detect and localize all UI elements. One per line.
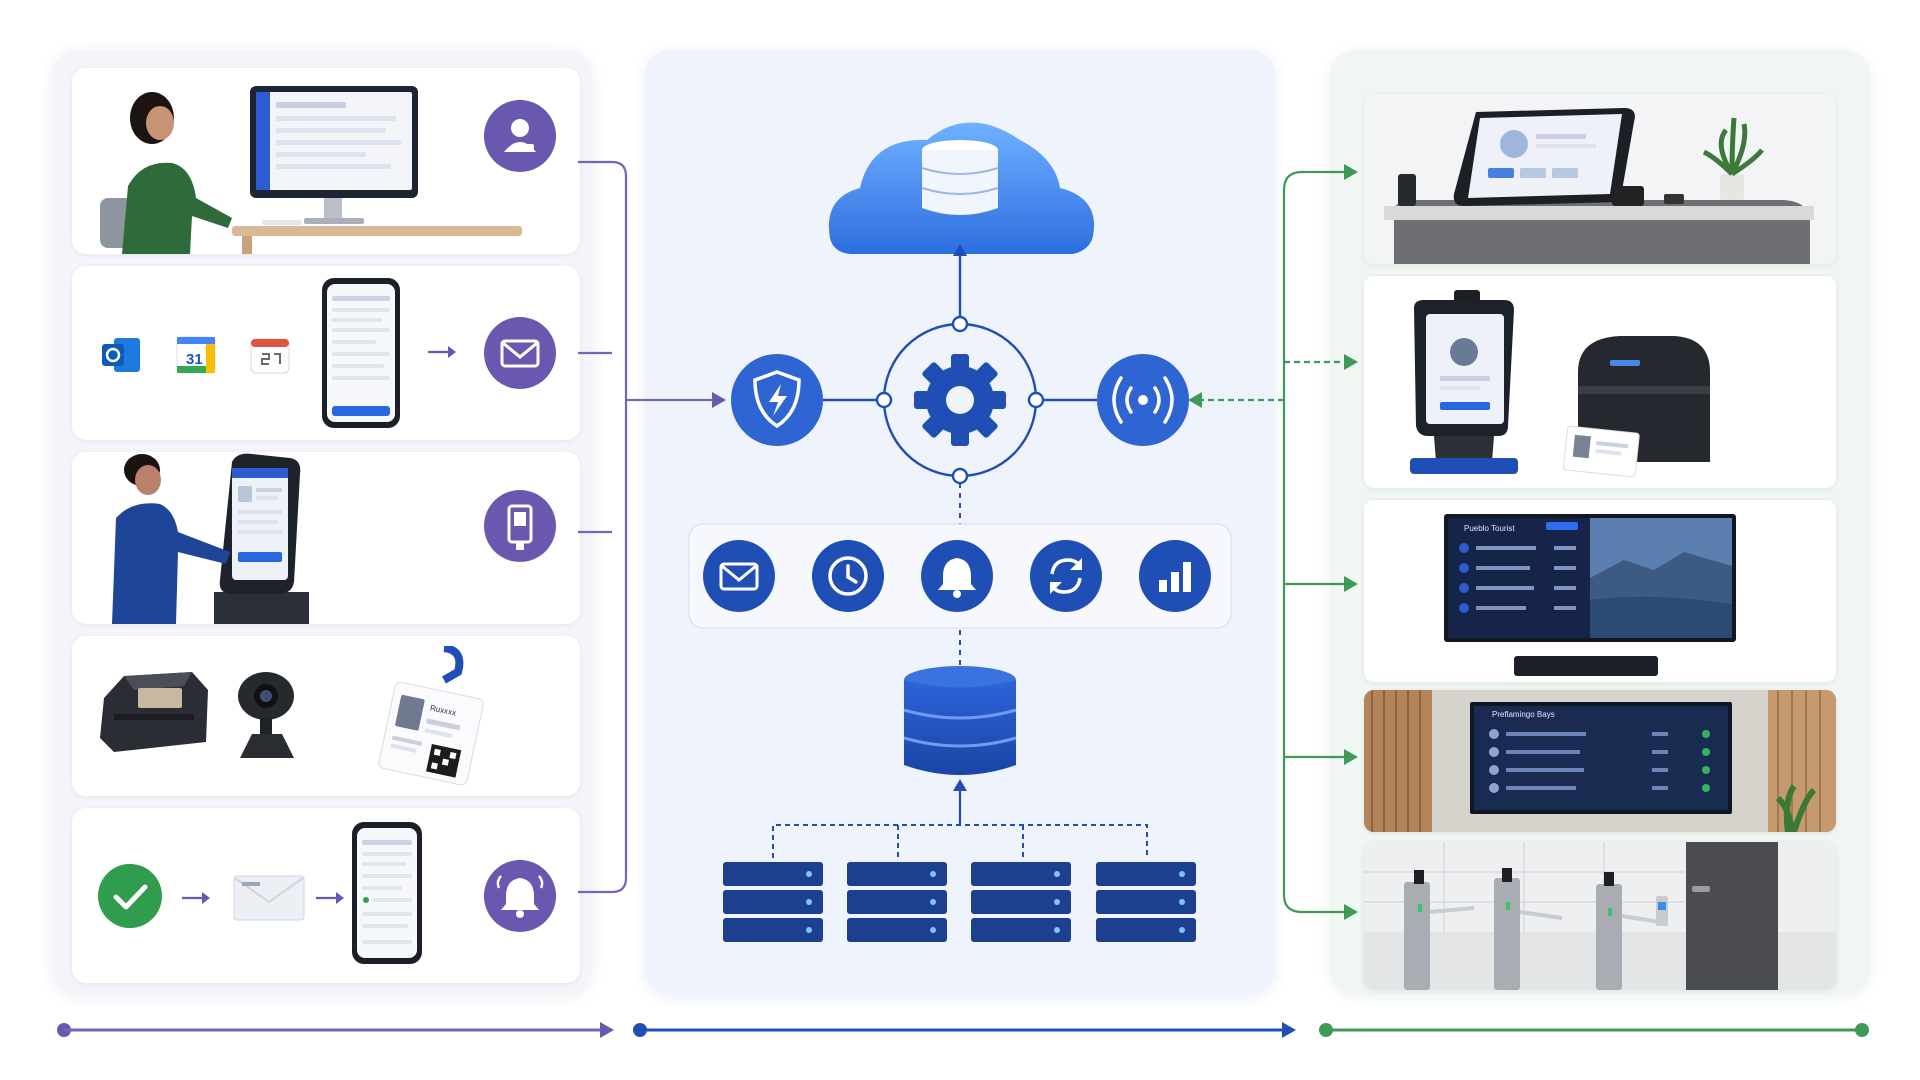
- tv-screen-title: Pueblo Tourist: [1464, 524, 1515, 533]
- calendar-date: 31: [186, 351, 203, 368]
- process-timeline: [57, 1022, 1869, 1038]
- flow-arrow: [428, 346, 456, 358]
- gear-icon: [914, 354, 1006, 446]
- door: [1686, 842, 1778, 990]
- turnstile-gate: [1404, 878, 1622, 990]
- database-icon: [903, 666, 1017, 775]
- plant-decoration: [1775, 784, 1817, 832]
- google-calendar-icon: 31: [176, 336, 216, 374]
- envelope-icon: [484, 317, 556, 389]
- envelope-icon: [703, 540, 775, 612]
- visitor-badge: Ruxxxx: [378, 646, 488, 786]
- sync-icon: [1030, 540, 1102, 612]
- reception-tablet-card: [1364, 94, 1836, 264]
- access-turnstile-card: [1364, 842, 1836, 990]
- connector-arrowhead: [712, 392, 726, 408]
- desk-user-illustration: [100, 86, 522, 254]
- phone-device: [352, 822, 422, 964]
- bell-icon: [921, 540, 993, 612]
- tv-display-device: [1444, 514, 1736, 676]
- user-icon: [484, 100, 556, 172]
- kiosk-printer-card: [1364, 276, 1836, 488]
- kiosk-checkin-card: [72, 452, 580, 624]
- check-icon: [98, 864, 162, 928]
- confirmation-card: [72, 808, 580, 983]
- bar-chart-icon: [1139, 540, 1211, 612]
- wall-display-card: Preflamingo Bays: [1364, 690, 1836, 832]
- timeline-input-segment: [57, 1022, 614, 1038]
- badge-printer-device: [100, 672, 208, 752]
- clock-icon: [812, 540, 884, 612]
- plant-decoration: [1702, 117, 1764, 200]
- timeline-output-segment: [1319, 1023, 1869, 1037]
- flow-arrow: [316, 892, 344, 904]
- email-envelope: [232, 872, 306, 922]
- checkin-kiosk-device: [1410, 290, 1518, 474]
- hardware-card: Ruxxxx: [72, 636, 580, 796]
- timeline-platform-segment: [633, 1022, 1296, 1038]
- kiosk-user-illustration: [112, 453, 309, 624]
- webcam-device: [238, 672, 294, 758]
- cloud-storage-icon: [828, 122, 1095, 254]
- platform-diagram: [688, 122, 1232, 858]
- server-rack-group: [720, 858, 1200, 948]
- tablet-device: [1453, 108, 1635, 206]
- phone-device: [322, 278, 400, 428]
- bell-icon: [484, 860, 556, 932]
- flow-arrow: [182, 892, 210, 904]
- service-icons-row: [703, 540, 1223, 612]
- wood-wall-panel: [1364, 690, 1836, 832]
- kiosk-icon: [484, 490, 556, 562]
- badge-printer-device: [1563, 336, 1710, 478]
- tv-display-card: Pueblo Tourist: [1364, 500, 1836, 682]
- server-icon: [723, 862, 1196, 942]
- desk-registration-card: [72, 68, 580, 254]
- shield-bolt-icon: [731, 354, 823, 446]
- wireless-signal-icon: [1097, 354, 1189, 446]
- outlook-icon: [102, 336, 142, 374]
- wall-display-device: [1470, 702, 1732, 814]
- wall-display-title: Preflamingo Bays: [1492, 710, 1555, 719]
- calendar-invite-card: 31: [72, 266, 580, 440]
- calendar-app-icon: [250, 336, 290, 374]
